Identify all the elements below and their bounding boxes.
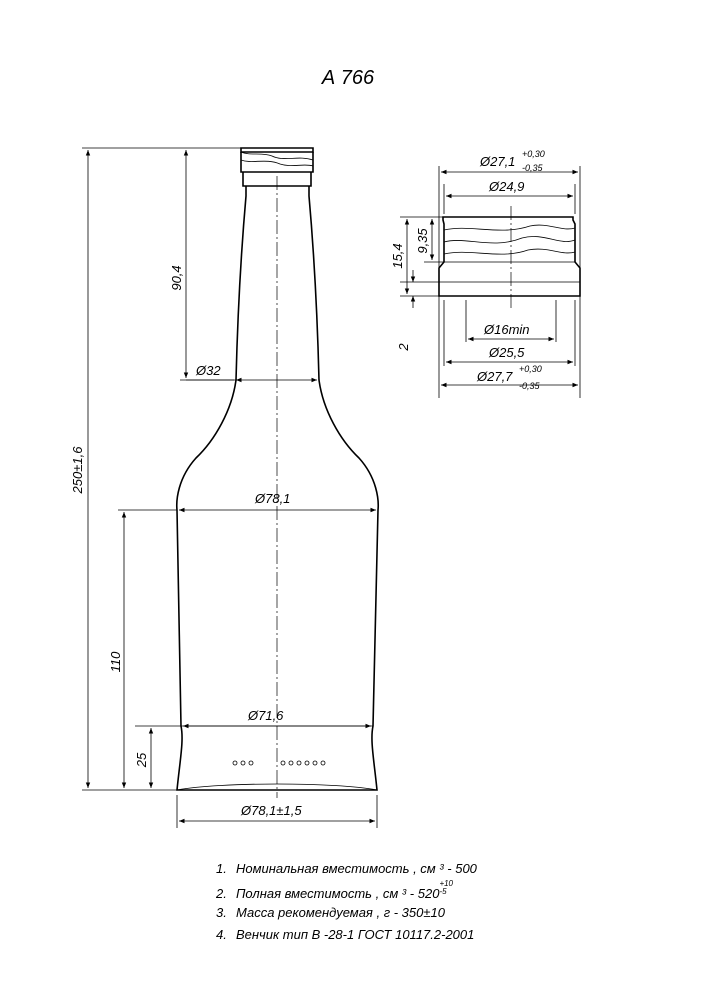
finish-outer-top-tol-upper: +0,30 — [522, 149, 545, 159]
finish-outer-top: Ø27,1 — [479, 154, 515, 169]
bottle-outline — [175, 147, 380, 791]
dim-shoulder-diameter: Ø78,1 — [254, 491, 290, 506]
note-text: Масса рекомендуемая , г - 350±10 — [236, 905, 445, 920]
note-item: 2. Полная вместимость , см ³ - 520+10-5 — [216, 880, 636, 902]
dim-base-band-height: 25 — [134, 752, 149, 768]
finish-collar-diameter: Ø25,5 — [488, 345, 525, 360]
dim-body-height: 110 — [108, 651, 123, 672]
dim-neck-diameter: Ø32 — [195, 363, 221, 378]
bottom-markings — [232, 760, 326, 766]
note-item: 4. Венчик тип В -28-1 ГОСТ 10117.2-2001 — [216, 924, 636, 946]
finish-bore: Ø16min — [483, 322, 530, 337]
note-text: Номинальная вместимость , см ³ - 500 — [236, 861, 477, 876]
note-number: 2. — [216, 886, 227, 901]
note-text: Полная вместимость , см ³ - 520 — [236, 886, 440, 901]
finish-outer-bottom-tol-lower: -0,35 — [519, 381, 541, 391]
note-tolerance-lower: -5 — [439, 887, 447, 896]
note-tolerance-upper: +10 — [439, 879, 454, 888]
finish-collar-height: 2 — [396, 343, 411, 352]
dim-base-band-diameter: Ø71,6 — [247, 708, 284, 723]
finish-outer-bottom: Ø27,7 — [476, 369, 513, 384]
dim-neck-height: 90,4 — [169, 265, 184, 290]
dim-height-total: 250±1,6 — [70, 446, 85, 495]
note-tolerance: +10-5 — [439, 880, 453, 896]
specification-notes: 1. Номинальная вместимость , см ³ - 500 2… — [216, 858, 636, 946]
note-item: 1. Номинальная вместимость , см ³ - 500 — [216, 858, 636, 880]
note-item: 3. Масса рекомендуемая , г - 350±10 — [216, 902, 636, 924]
note-number: 3. — [216, 905, 227, 920]
finish-outer-top-tol-lower: -0,35 — [522, 163, 544, 173]
note-text: Венчик тип В -28-1 ГОСТ 10117.2-2001 — [236, 927, 475, 942]
note-number: 4. — [216, 927, 227, 942]
finish-thread-diameter: Ø24,9 — [488, 179, 524, 194]
finish-thread-height: 9,35 — [415, 228, 430, 254]
finish-outer-bottom-tol-upper: +0,30 — [519, 364, 542, 374]
finish-height-total: 15,4 — [390, 243, 405, 268]
dim-bottom-diameter: Ø78,1±1,5 — [240, 803, 302, 818]
note-number: 1. — [216, 861, 227, 876]
finish-extension-lines — [400, 166, 581, 398]
drawing-title: А 766 — [321, 67, 375, 89]
